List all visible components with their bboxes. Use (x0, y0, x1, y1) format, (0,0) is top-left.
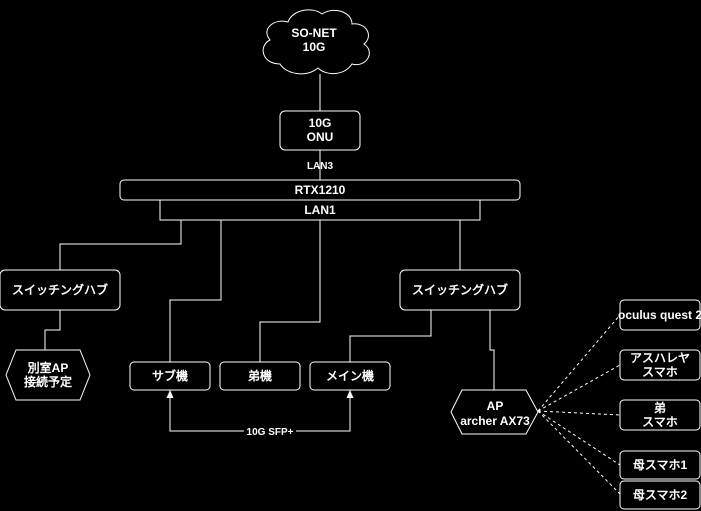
cloud-label-line1: SO-NET (291, 26, 337, 40)
pc-brother-label: 弟機 (248, 368, 272, 383)
onu-node: 10G ONU (279, 110, 361, 151)
pc-sub-node: サブ機 (129, 361, 211, 391)
onu-label-line1: 10G (309, 116, 332, 130)
client-oculus-label: oculus quest 2 (618, 308, 701, 322)
client-mother-phone1: 母スマホ1 (619, 450, 701, 480)
arrowhead-main (346, 390, 354, 398)
wifi-link-oculus (537, 314, 621, 412)
client-mother1-box (619, 450, 701, 480)
ap-main-label-line1: AP (487, 399, 504, 413)
wifi-link-brother-phone (537, 410, 621, 416)
client-asuhare-label-line2: スマホ (642, 365, 678, 379)
wifi-link-asuhare (537, 364, 621, 412)
sfp-label-bg (244, 425, 296, 437)
client-mother-phone2: 母スマホ2 (619, 480, 701, 510)
pc-sub-label: サブ機 (152, 368, 188, 383)
onu-box (279, 110, 361, 151)
ap-planned-label-line1: 別室AP (27, 360, 69, 375)
switch-right-label: スイッチングハブ (412, 282, 508, 297)
switch-left-node: スイッチングハブ (0, 269, 121, 311)
wire-lan1-switch-left (59, 220, 182, 270)
client-brother-phone: 弟 スマホ (619, 399, 701, 431)
client-brother-phone-label-line1: 弟 (654, 400, 666, 415)
switch-left-box (0, 269, 121, 311)
wireless-links (537, 314, 621, 495)
switch-right-box (399, 269, 521, 311)
client-brother-phone-box (619, 399, 701, 431)
ap-main-node: AP archer AX73 (450, 389, 539, 435)
wire-switch-right-ap (489, 310, 495, 390)
router-node: RTX1210 LAN1 (119, 179, 521, 221)
ap-main-hexagon (450, 389, 539, 435)
client-mother2-label: 母スマホ2 (633, 488, 688, 502)
ap-planned-node: 別室AP 接続予定 (5, 349, 91, 401)
client-mother1-label: 母スマホ1 (633, 458, 688, 472)
connectors (44, 74, 495, 432)
ap-planned-hexagon (5, 349, 91, 401)
client-asuhare-label-line1: アスハレヤ (630, 351, 690, 365)
wifi-link-mother1 (537, 410, 621, 466)
client-mother2-box (619, 480, 701, 510)
arrowhead-sub (166, 390, 174, 398)
router-port-box (159, 199, 481, 221)
client-oculus: oculus quest 2 (618, 299, 701, 331)
wire-switch-right-main (349, 310, 432, 362)
router-label: RTX1210 (295, 183, 346, 197)
wire-lan1-sub (169, 220, 222, 362)
client-asuhare-box (619, 349, 701, 381)
wire-switch-left-ap-planned (44, 310, 61, 350)
wifi-link-mother2 (537, 410, 621, 495)
pc-sub-box (129, 361, 211, 391)
pc-main-box (309, 361, 391, 391)
pc-main-node: メイン機 (309, 361, 391, 391)
switch-right-node: スイッチングハブ (399, 269, 521, 311)
lan3-label: LAN3 (307, 161, 334, 172)
client-asuhare-phone: アスハレヤ スマホ (619, 349, 701, 381)
wire-sfp-link (169, 390, 351, 432)
router-port-label: LAN1 (304, 203, 336, 217)
sfp-label: 10G SFP+ (247, 427, 294, 438)
pc-main-label: メイン機 (326, 368, 374, 383)
cloud-shape (262, 9, 370, 75)
client-oculus-box (619, 299, 701, 331)
cloud-label-line2: 10G (303, 40, 326, 54)
pc-brother-node: 弟機 (219, 361, 301, 391)
pc-brother-box (219, 361, 301, 391)
ap-main-label-line2: archer AX73 (460, 414, 530, 428)
internet-cloud: SO-NET 10G (262, 9, 370, 75)
ap-planned-label-line2: 接続予定 (24, 374, 72, 389)
client-brother-phone-label-line2: スマホ (642, 415, 678, 429)
wire-lan1-brother (259, 220, 321, 362)
switch-left-label: スイッチングハブ (12, 282, 108, 297)
onu-label-line2: ONU (307, 130, 334, 144)
